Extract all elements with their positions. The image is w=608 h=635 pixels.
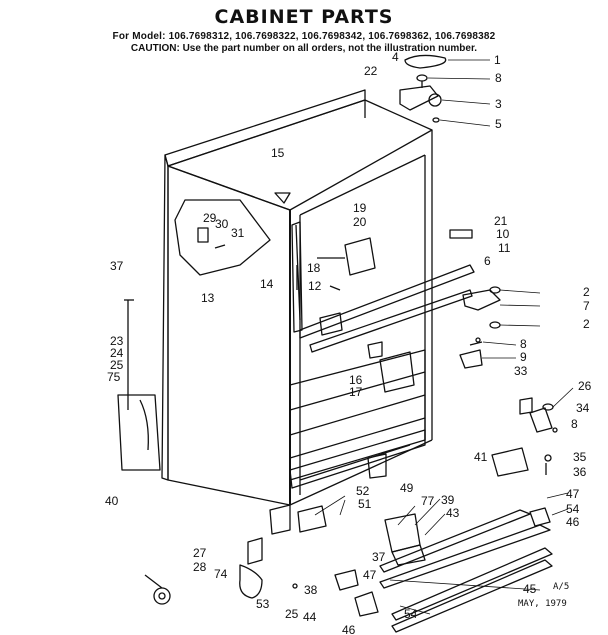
callout-24: 24 [110,346,124,360]
callout-74: 74 [214,567,228,581]
callout-52: 52 [356,484,370,498]
callout-33: 33 [514,364,528,378]
callout-53: 53 [256,597,270,611]
callout-10: 10 [496,227,510,241]
callout-54: 54 [566,502,580,516]
callout-47: 47 [566,487,580,501]
callout-46: 46 [342,623,356,635]
callout-30: 30 [215,217,229,231]
callout-46: 46 [566,515,580,529]
callout-49: 49 [400,481,414,495]
callout-31: 31 [231,226,245,240]
revision-code: A/5 [553,582,569,592]
callout-47: 47 [363,568,377,582]
left-side-parts [117,199,271,471]
callout-12: 12 [308,279,322,293]
callout-3: 3 [495,97,502,111]
callout-40: 40 [105,494,119,508]
callout-26: 26 [578,379,592,393]
right-side-parts [459,286,558,477]
callout-45: 45 [523,582,537,596]
callout-25: 25 [110,358,124,372]
callout-21: 21 [494,214,508,228]
callout-8: 8 [520,337,527,351]
leader-lines [314,59,574,615]
callout-16: 16 [349,373,363,387]
callout-28: 28 [193,560,207,574]
callout-2: 2 [583,285,590,299]
callout-38: 38 [304,583,318,597]
callout-6: 6 [484,254,491,268]
revision-date: MAY, 1979 [518,599,567,609]
callout-27: 27 [193,546,207,560]
callout-8: 8 [571,417,578,431]
callout-1: 1 [494,53,501,67]
callout-39: 39 [441,493,455,507]
callout-22: 22 [364,64,378,78]
callout-54: 54 [404,607,418,621]
callout-43: 43 [446,506,460,520]
callout-77: 77 [421,494,435,508]
callout-15: 15 [271,146,285,160]
interior-rails [291,221,475,353]
callout-75: 75 [107,370,121,384]
callout-9: 9 [520,350,527,364]
callout-14: 14 [260,277,274,291]
callout-23: 23 [110,334,124,348]
callout-37: 37 [110,259,124,273]
callout-4: 4 [392,50,399,64]
callout-18: 18 [307,261,321,275]
callout-37: 37 [372,550,386,564]
base-rails [354,507,553,633]
callout-8: 8 [495,71,502,85]
center-parts [274,192,473,479]
callout-13: 13 [201,291,215,305]
callout-44: 44 [303,610,317,624]
callout-41: 41 [474,450,488,464]
callout-35: 35 [573,450,587,464]
callout-7: 7 [583,299,590,313]
lower-compartment [289,349,426,489]
callout-36: 36 [573,465,587,479]
callout-11: 11 [498,241,511,255]
callout-25: 25 [285,607,299,621]
callout-5: 5 [495,117,502,131]
diagram-title: CABINET PARTS [214,6,394,28]
callout-19: 19 [353,201,367,215]
callout-51: 51 [358,497,372,511]
top-hinge-assembly [399,54,447,123]
callout-2: 2 [583,317,590,331]
callout-17: 17 [349,385,363,399]
lower-left-parts [144,505,426,605]
caution-note: CAUTION: Use the part number on all orde… [130,43,478,54]
callout-34: 34 [576,401,590,415]
callout-20: 20 [353,215,367,229]
model-numbers: For Model: 106.7698312, 106.7698322, 106… [112,31,496,42]
callout-29: 29 [203,211,217,225]
